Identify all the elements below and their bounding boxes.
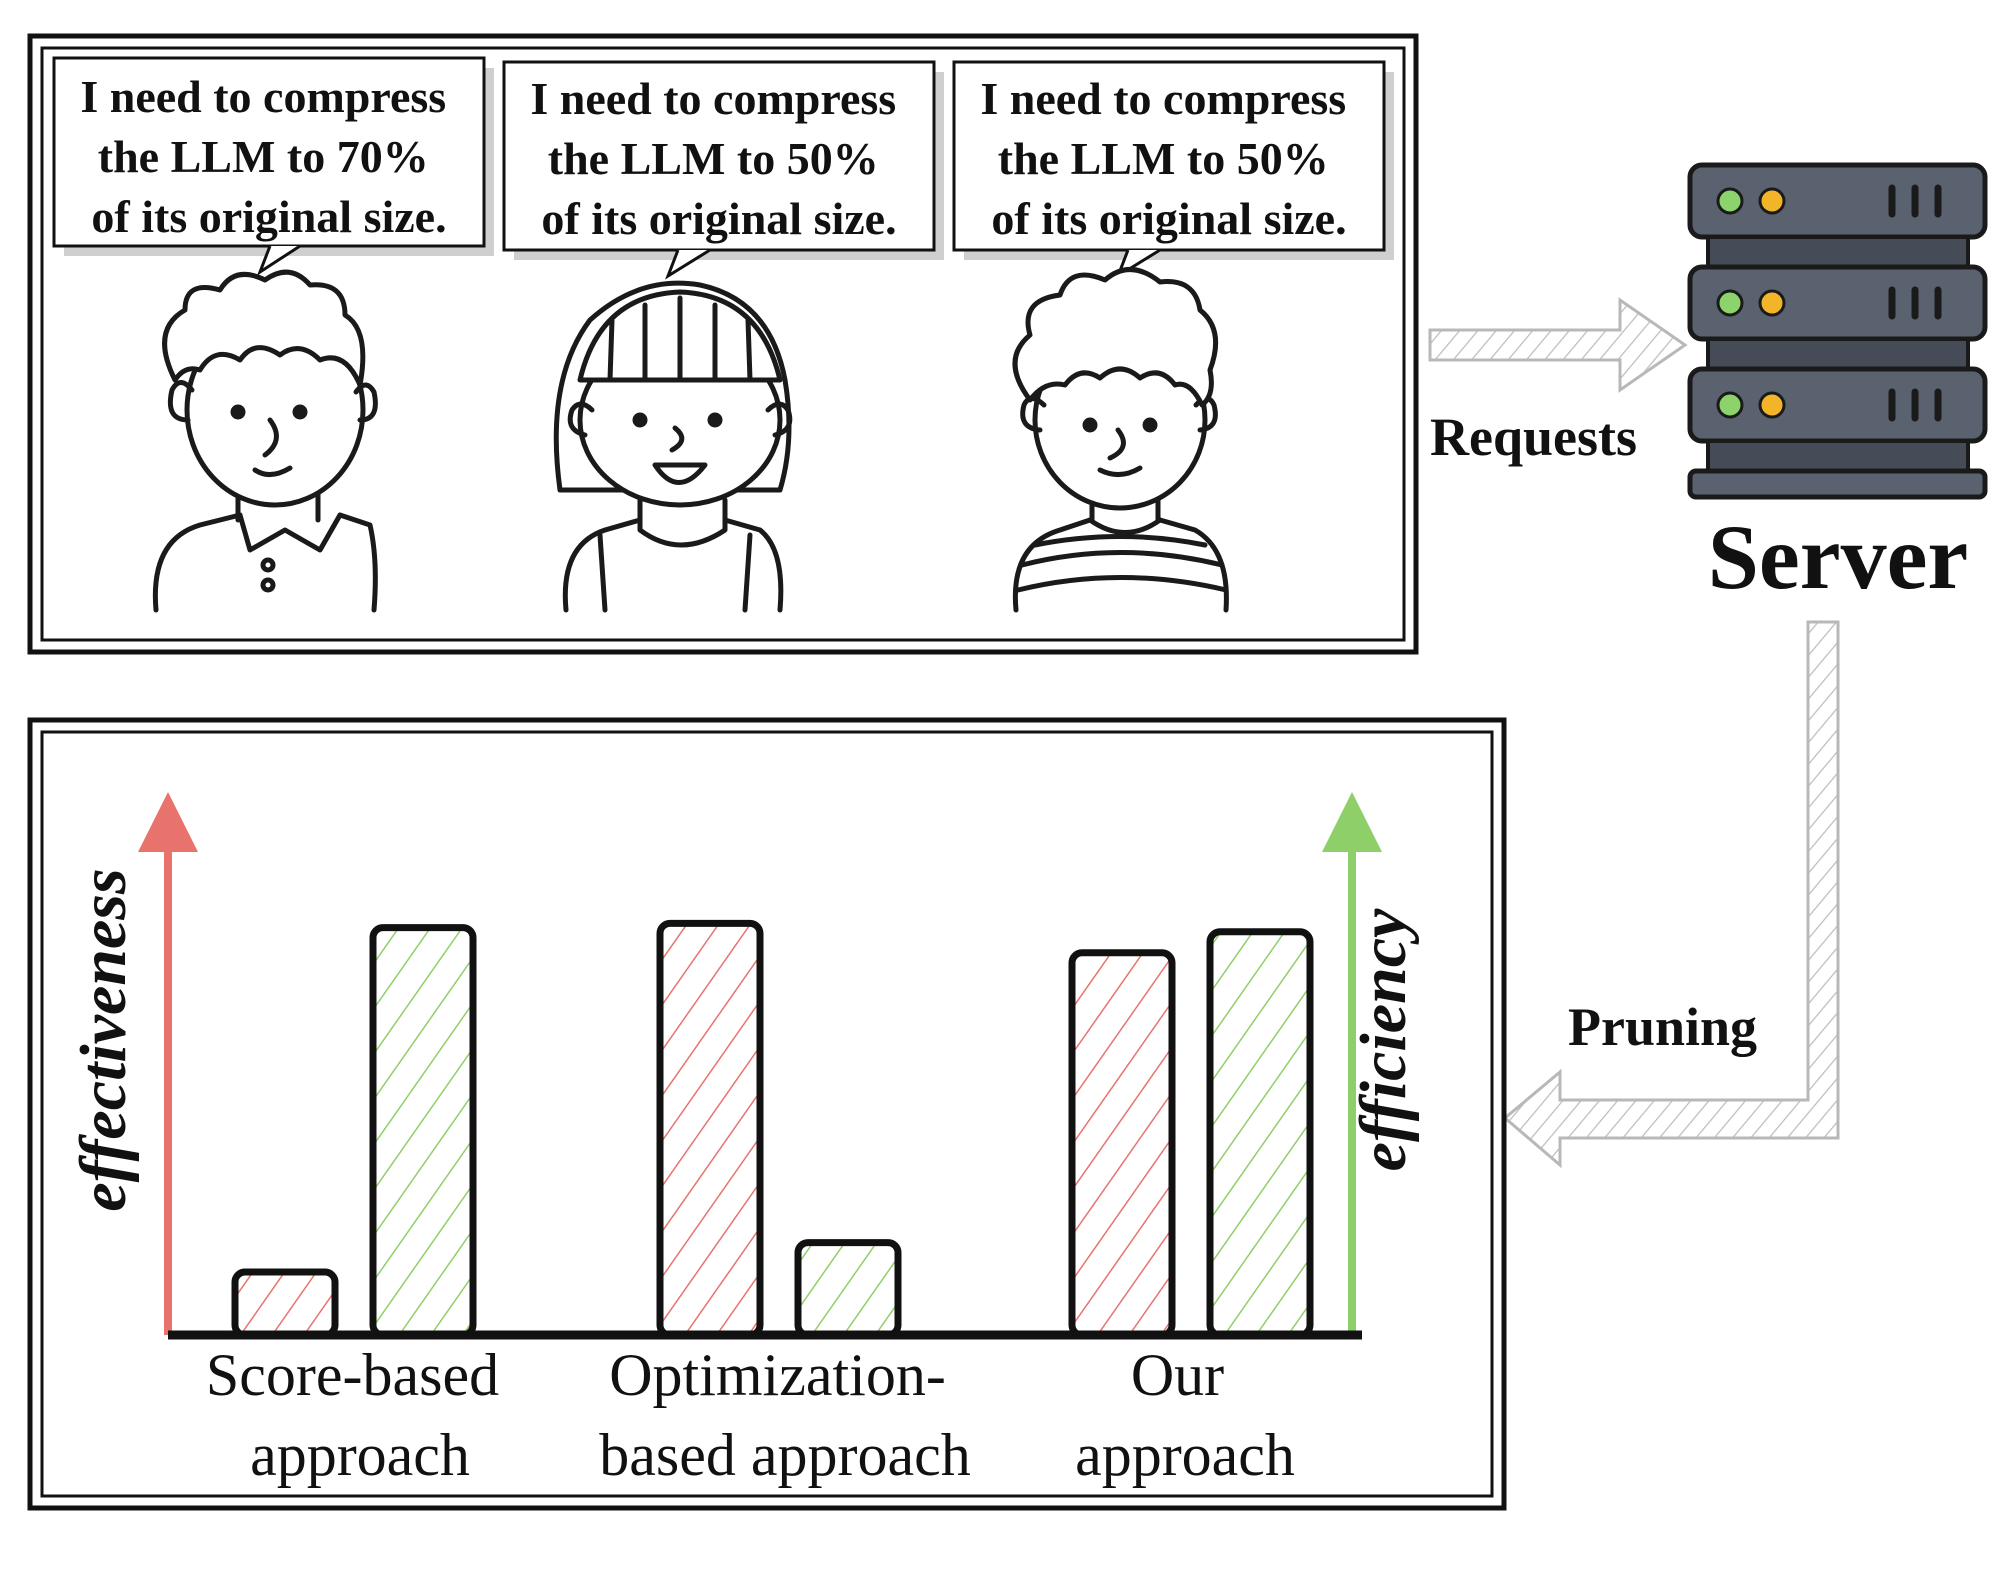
category-label-1-line-2: approach <box>250 1422 470 1488</box>
category-label-3-line-2: approach <box>1075 1422 1295 1488</box>
effectiveness-arrowhead <box>138 792 198 852</box>
pruning-arrow <box>1502 620 1840 1169</box>
svg-text:I need to compress the L: I need to compress the LLM to 50% of its… <box>980 73 1357 244</box>
speech-bubble-3: I need to compress the LLM to 50% of its… <box>952 60 1394 280</box>
speech-bubble-2: I need to compress the LLM to 50% of its… <box>502 60 944 280</box>
category-label-1-line-1: Score-based <box>206 1342 499 1408</box>
bar-efficiency-3 <box>1206 928 1314 1339</box>
server-icon <box>1687 162 1988 500</box>
requests-arrow <box>1428 297 1688 393</box>
bubble-2-line-2: the LLM to 50% <box>548 133 879 184</box>
category-label-3-line-1: Our <box>1131 1342 1224 1408</box>
efficiency-label: efficiency <box>1347 908 1420 1171</box>
server-label: Server <box>1708 506 1969 608</box>
svg-text:Score-based approach: Score-based approach <box>206 1342 514 1488</box>
svg-text:Our approach: Our approach <box>1075 1342 1295 1488</box>
person-1-icon <box>152 269 378 613</box>
bubble-3-line-1: I need to compress <box>980 73 1346 124</box>
bubble-2-line-1: I need to compress <box>530 73 896 124</box>
svg-text:I need to compress the L: I need to compress the LLM to 50% of its… <box>530 73 907 244</box>
svg-text:Optimization- based appr: Optimization- based approach <box>599 1342 970 1488</box>
svg-text:I need to compress the L: I need to compress the LLM to 70% of its… <box>80 71 457 242</box>
bubble-1-line-3: of its original size. <box>91 191 446 242</box>
bar-effectiveness-1 <box>231 1268 339 1339</box>
bubble-1-line-2: the LLM to 70% <box>98 131 429 182</box>
bubble-3-line-3: of its original size. <box>991 193 1346 244</box>
pruning-label: Pruning <box>1568 997 1757 1057</box>
person-3-icon <box>1012 267 1229 613</box>
person-2-icon <box>553 280 793 613</box>
bubble-1-line-1: I need to compress <box>80 71 446 122</box>
bubble-2-line-3: of its original size. <box>541 193 896 244</box>
bubble-3-line-2: the LLM to 50% <box>998 133 1329 184</box>
speech-bubble-1: I need to compress the LLM to 70% of its… <box>52 56 494 276</box>
effectiveness-label: effectiveness <box>67 868 140 1211</box>
bar-efficiency-2 <box>794 1239 902 1339</box>
bar-chart: effectiveness efficiency Score-based app… <box>67 792 1420 1488</box>
category-label-2-line-1: Optimization- <box>609 1342 946 1408</box>
requests-label: Requests <box>1430 407 1637 467</box>
efficiency-arrowhead <box>1322 792 1382 852</box>
bar-effectiveness-3 <box>1068 949 1176 1339</box>
bar-efficiency-1 <box>369 924 477 1339</box>
chart-panel <box>27 717 1507 1511</box>
category-label-2-line-2: based approach <box>599 1422 970 1488</box>
users-panel <box>27 33 1419 655</box>
bar-effectiveness-2 <box>656 919 764 1339</box>
